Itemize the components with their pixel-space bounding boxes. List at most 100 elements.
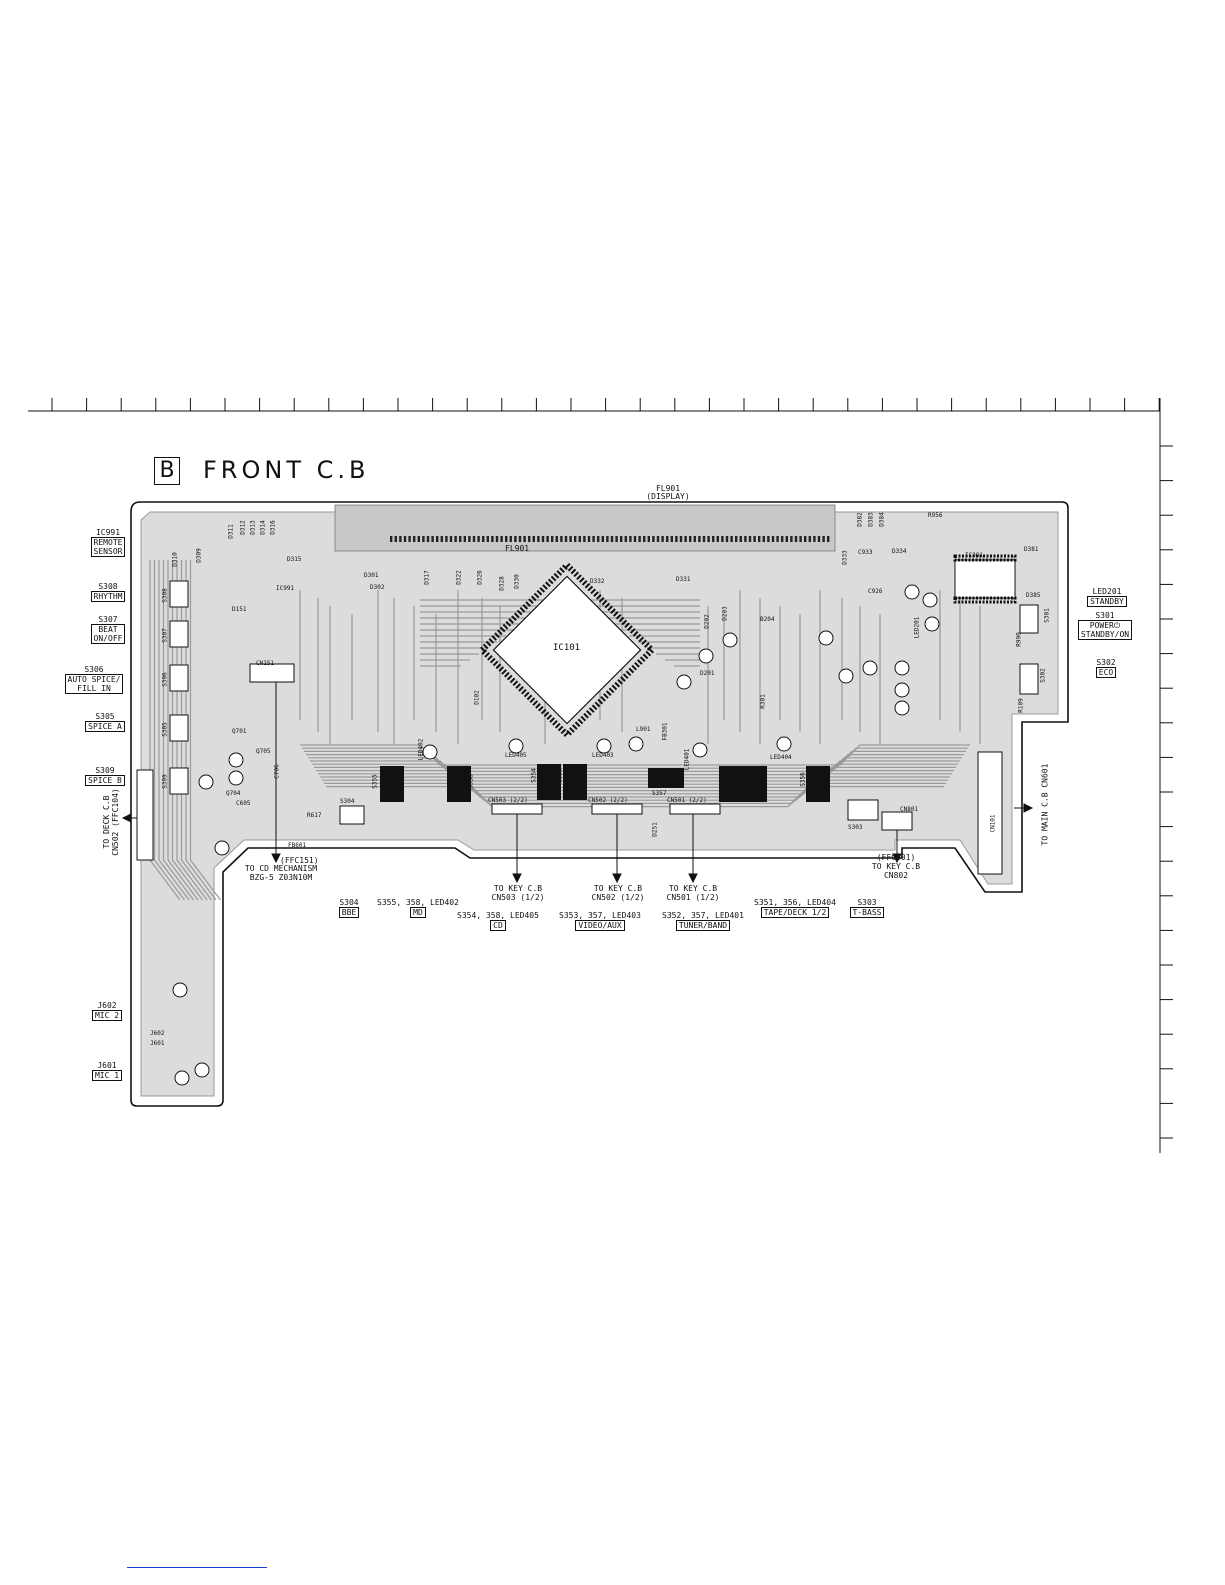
ref-s351: S351 [744, 792, 759, 799]
key-connector-cn: CN502 (1/2) [591, 893, 645, 902]
transistor-symbol [194, 1062, 210, 1078]
right-label-box: ECO [1095, 667, 1117, 678]
deck-connector-cn: CN502 (FFC104) [111, 788, 120, 856]
ref-s302: S302 [1039, 668, 1047, 683]
display-pin [822, 536, 825, 542]
left-label-line: MIC 1 [94, 1071, 120, 1080]
ref-ic991: IC991 [276, 585, 295, 592]
key-connector-cn501: TO KEY C.B CN501 (1/2) [661, 884, 725, 902]
bottom-label-tuner-band: S352, 357, LED401 TUNER/BAND [656, 911, 750, 931]
trace-layer [149, 560, 981, 901]
ref-d382: D382 [856, 512, 864, 527]
ref-r617: R617 [307, 812, 322, 819]
key-connector-cn502: TO KEY C.B CN502 (1/2) [586, 884, 650, 902]
display-pin [693, 536, 696, 542]
key-connector-line: TO KEY C.B [593, 884, 643, 893]
trace [316, 770, 954, 792]
display-pin [785, 536, 788, 542]
ref-d251: D251 [651, 822, 659, 837]
transistor-symbol [692, 742, 708, 758]
display-pin [555, 536, 558, 542]
ref-d332: D332 [590, 578, 605, 585]
transistor-symbol [422, 744, 438, 760]
display-pin [767, 536, 770, 542]
ref-s354: S354 [530, 768, 538, 783]
bottom-label-cd: S354, 358, LED405 CD [452, 911, 544, 931]
left-label-line: ON/OFF [93, 634, 123, 643]
bottom-label-tape-deck: S351, 356, LED404 TAPE/DECK 1/2 [748, 898, 842, 918]
display-pin [546, 536, 549, 542]
left-label-ref: IC991 [95, 528, 121, 537]
transistor-symbol [862, 660, 878, 676]
display-pin [698, 536, 701, 542]
display-pin [390, 536, 393, 542]
display-pin [564, 536, 568, 542]
right-label-led201: LED201 STANDBY [1080, 587, 1134, 607]
footer-link-underline [127, 1567, 267, 1568]
display-pin [702, 536, 706, 542]
key-connector-cn: CN503 (1/2) [491, 893, 545, 902]
ref-d102: D102 [473, 690, 481, 705]
display-pin [615, 536, 618, 542]
display-pin [610, 536, 614, 542]
ref-d317: D317 [423, 570, 431, 585]
ref-d202: D202 [703, 614, 711, 629]
left-label-box: SPICE A [85, 721, 125, 732]
transistor-symbol [838, 668, 854, 684]
side-switches [169, 580, 1039, 825]
bottom-label-box: VIDEO/AUX [575, 920, 625, 931]
display-pin [459, 536, 462, 542]
transistor-symbol [172, 982, 188, 998]
left-label-line: AUTO SPICE/ [67, 675, 121, 684]
right-label-ref: S301 [1095, 611, 1115, 620]
display-pin [440, 536, 443, 542]
bottom-label-ref: S304 [339, 898, 359, 907]
ref-r956: R956 [928, 512, 943, 519]
left-label-box: MIC 1 [91, 1070, 123, 1081]
transistor-symbol [676, 674, 692, 690]
display-pin [495, 536, 499, 542]
transistor-symbol [818, 630, 834, 646]
ref-cn501: CN501 (2/2) [667, 797, 707, 804]
display-pin [509, 536, 512, 542]
ref-s304: S304 [340, 798, 355, 805]
left-label-line: BEAT [98, 625, 118, 634]
trace [300, 744, 970, 766]
display-pin [532, 536, 535, 542]
transistor-symbol [894, 700, 910, 716]
ref-d331: D331 [676, 576, 691, 583]
display-pin [652, 536, 655, 542]
display-pin [799, 536, 802, 542]
display-pin [721, 536, 724, 542]
transistor-symbol [698, 648, 714, 664]
right-label-box: POWER⏻ STANDBY/ON [1077, 620, 1133, 640]
transistors [172, 584, 940, 1086]
display-pin [583, 536, 586, 542]
cd-mechanism-line: TO CD MECHANISM [244, 864, 318, 873]
ref-d334: D334 [892, 548, 907, 555]
trace [312, 763, 958, 785]
ref-d310: D310 [171, 552, 179, 567]
ref-d302: D302 [370, 584, 385, 591]
ref-d316: D316 [269, 520, 277, 535]
left-label-ref: J602 [97, 1001, 117, 1010]
trace [320, 776, 950, 798]
display-pin [472, 536, 476, 542]
bottom-label-box: TAPE/DECK 1/2 [760, 907, 830, 918]
transistor-symbol [228, 770, 244, 786]
deck-connector-label: TO DECK C.B CN502 (FFC104) [102, 781, 120, 863]
ref-fb301: FB301 [661, 722, 669, 741]
display-pin [468, 536, 471, 542]
display-desc: (DISPLAY) [646, 492, 690, 501]
right-label-s301: S301 POWER⏻ STANDBY/ON [1072, 611, 1138, 640]
deck-connector-line: TO DECK C.B [102, 795, 111, 849]
bottom-label-box: MD [410, 907, 426, 918]
left-label-ref: S305 [95, 712, 115, 721]
transistor-symbol [198, 774, 214, 790]
display-pin [426, 536, 430, 542]
display-pin [408, 536, 411, 542]
display-pin [518, 536, 522, 542]
display-pin [689, 536, 692, 542]
display-pin [744, 536, 747, 542]
left-label-s305: S305 SPICE A [80, 712, 130, 732]
